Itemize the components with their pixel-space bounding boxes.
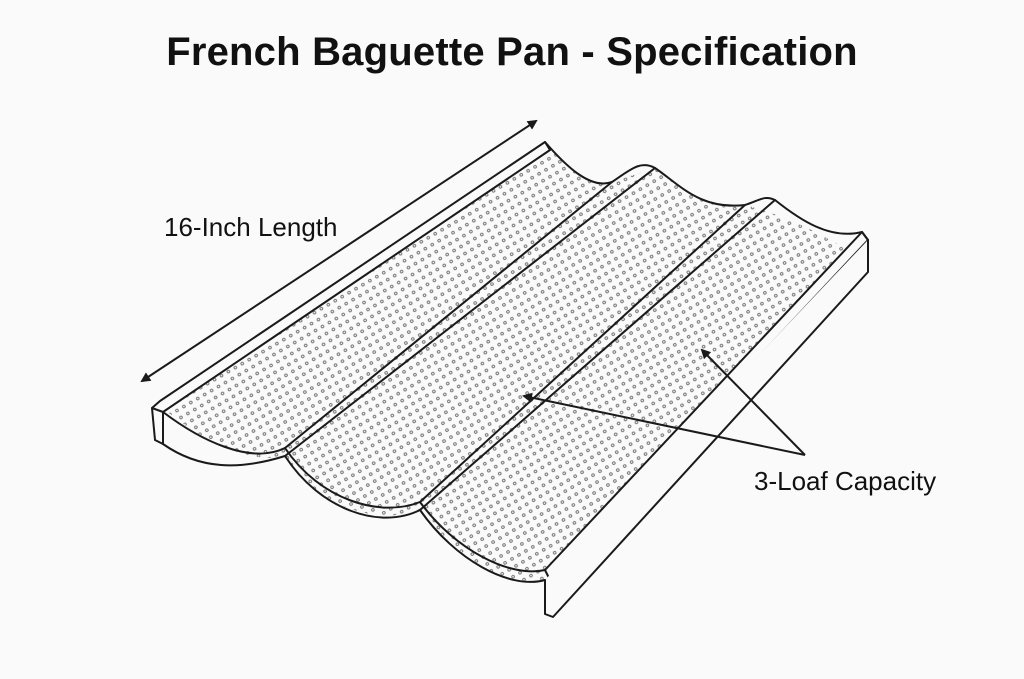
- right-flange-top: [861, 231, 869, 241]
- diagram-title: French Baguette Pan - Specification: [166, 30, 858, 74]
- front-wave-profile: [162, 443, 546, 583]
- length-label: 16-Inch Length: [164, 212, 338, 242]
- back-wave-profile: [544, 141, 863, 235]
- capacity-leader-arrow-2: [700, 348, 806, 456]
- capacity-leader-arrow-1: [522, 392, 806, 456]
- length-dimension-arrow: [140, 119, 538, 383]
- right-flange: [544, 239, 869, 618]
- left-flange-edge: [151, 407, 164, 445]
- ridge-2: [419, 204, 746, 503]
- trough-3-perforated-surface: [420, 205, 862, 582]
- capacity-label: 3-Loaf Capacity: [754, 466, 937, 496]
- inner-wave-profile: [162, 411, 546, 573]
- ridge-2-back: [419, 199, 776, 511]
